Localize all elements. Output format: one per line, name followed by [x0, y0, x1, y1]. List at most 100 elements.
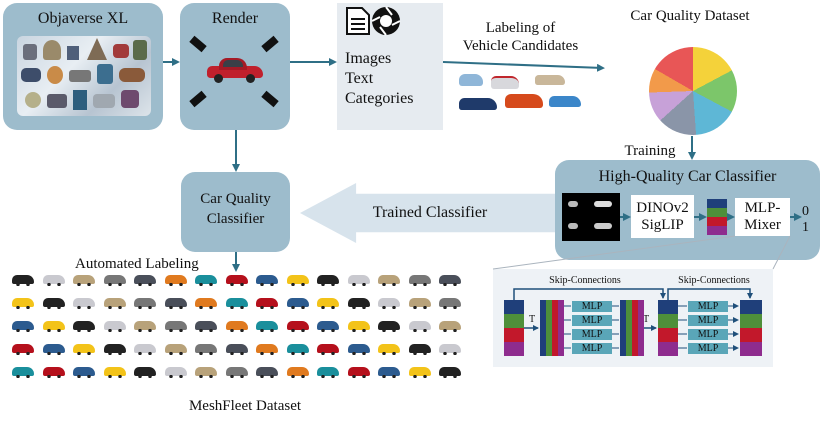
car-thumbnail [73, 321, 95, 332]
car-thumbnail [103, 344, 126, 355]
car-thumbnail [378, 344, 400, 355]
car-thumbnail [408, 367, 431, 378]
car-thumbnail [439, 344, 461, 355]
car-thumbnail [12, 344, 34, 355]
car-thumbnail [317, 298, 339, 309]
mlp-mixer-box [735, 198, 790, 236]
objaverse-collage [17, 36, 151, 116]
mlp-mixer-line2: Mixer [744, 217, 781, 233]
car-thumbnail [378, 367, 400, 378]
car-thumbnail [439, 321, 461, 332]
encoder-box [631, 195, 694, 238]
car-thumbnail [347, 367, 370, 378]
meshfleet-car-grid [12, 275, 467, 390]
car-thumbnail [42, 321, 65, 332]
encoder-dinov2: DINOv2 [636, 200, 689, 216]
outputs-categories: Categories [345, 90, 414, 107]
mixer-output-tokens [740, 300, 762, 356]
car-thumbnail [42, 298, 65, 309]
car-thumbnail [256, 275, 278, 286]
car-thumbnail [408, 275, 431, 286]
outputs-text: Text [345, 70, 374, 87]
render-title: Render [211, 10, 259, 27]
camera-shutter-icon-svg [371, 6, 401, 36]
car-thumbnail [408, 344, 431, 355]
car-thumbnail [195, 275, 217, 286]
car-thumbnail [12, 367, 34, 378]
car-thumbnail [134, 367, 156, 378]
hq-classifier-title: High-Quality Car Classifier [598, 168, 777, 185]
car-thumbnail [408, 298, 431, 309]
car-thumbnail [103, 367, 126, 378]
car-thumbnail [378, 321, 400, 332]
car-thumbnail [378, 298, 400, 309]
rendered-car-image [207, 58, 263, 83]
car-thumbnail [195, 321, 217, 332]
car-thumbnail [225, 298, 248, 309]
skip-connections-label-1: Skip-Connections [549, 275, 621, 286]
car-quality-classifier-line1: Car Quality [200, 191, 271, 207]
car-thumbnail [12, 275, 34, 286]
channel-mlp-2: MLP [688, 315, 728, 326]
labeling-line1: Labeling of [485, 20, 556, 36]
mixer-mid-tokens [658, 300, 678, 356]
car-thumbnail [225, 275, 248, 286]
car-thumbnail [286, 367, 309, 378]
car-thumbnail [439, 298, 461, 309]
input-images-thumbnail [562, 193, 620, 241]
render-camera-icons [189, 35, 279, 108]
automated-labeling-label: Automated Labeling [75, 256, 199, 272]
car-thumbnail [286, 344, 309, 355]
car-thumbnail [134, 275, 156, 286]
car-thumbnail [225, 321, 248, 332]
car-thumbnail [164, 275, 187, 286]
car-thumbnail [439, 275, 461, 286]
car-thumbnail [317, 367, 339, 378]
car-thumbnail [103, 298, 126, 309]
car-thumbnail [347, 344, 370, 355]
mixer-transposed-tokens-1 [540, 300, 564, 356]
token-stack [707, 199, 727, 235]
car-thumbnail [195, 298, 217, 309]
car-thumbnail [256, 321, 278, 332]
transpose-label-2: T [643, 314, 650, 325]
channel-mlp-3: MLP [688, 329, 728, 340]
car-thumbnail [347, 321, 370, 332]
car-thumbnail [256, 367, 278, 378]
outputs-images: Images [345, 50, 392, 67]
car-thumbnail [134, 321, 156, 332]
car-thumbnail [347, 298, 370, 309]
car-thumbnail [73, 344, 95, 355]
car-thumbnail [347, 275, 370, 286]
vehicle-candidates-images [455, 72, 585, 117]
skip-connections-label-2: Skip-Connections [678, 275, 750, 286]
car-thumbnail [195, 344, 217, 355]
meshfleet-dataset-label: MeshFleet Dataset [188, 398, 302, 414]
objaverse-title: Objaverse XL [37, 10, 129, 27]
trained-classifier-label: Trained Classifier [372, 204, 488, 221]
car-thumbnail [164, 367, 187, 378]
car-thumbnail [134, 298, 156, 309]
car-thumbnail [408, 321, 431, 332]
car-thumbnail [225, 367, 248, 378]
car-thumbnail [286, 275, 309, 286]
car-thumbnail [439, 367, 461, 378]
labeling-line2: Vehicle Candidates [462, 38, 579, 54]
car-thumbnail [317, 321, 339, 332]
output-one: 1 [802, 220, 809, 235]
dataset-title: Car Quality Dataset [630, 8, 750, 24]
car-thumbnail [73, 298, 95, 309]
car-thumbnail [286, 298, 309, 309]
car-quality-classifier-line2: Classifier [206, 211, 265, 227]
car-thumbnail [103, 275, 126, 286]
car-thumbnail [164, 298, 187, 309]
token-mlp-4: MLP [572, 343, 612, 354]
car-thumbnail [134, 344, 156, 355]
channel-mlp-1: MLP [688, 301, 728, 312]
car-thumbnail [42, 275, 65, 286]
car-thumbnail [378, 275, 400, 286]
car-quality-classifier-box [181, 172, 290, 252]
car-thumbnail [42, 344, 65, 355]
car-thumbnail [73, 275, 95, 286]
